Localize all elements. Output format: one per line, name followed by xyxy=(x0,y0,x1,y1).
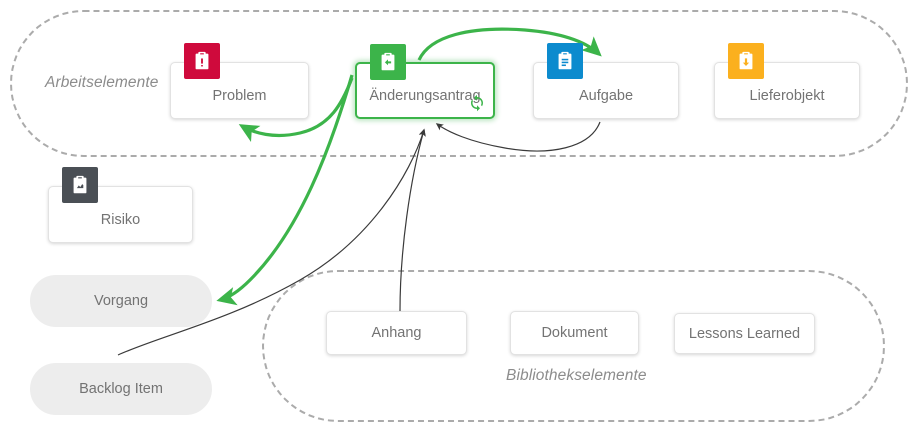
node-label: Dokument xyxy=(541,325,608,341)
node-label: Lessons Learned xyxy=(688,325,801,342)
group-label-arbeitselemente: Arbeitselemente xyxy=(45,74,159,91)
node-label: Aufgabe xyxy=(578,87,634,104)
node-lieferobjekt[interactable]: Lieferobjekt xyxy=(714,43,860,119)
node-aenderungsantrag[interactable]: Änderungsantrag xyxy=(355,44,495,119)
node-anhang[interactable]: Anhang xyxy=(326,311,467,355)
clipboard-deliver-icon xyxy=(728,43,764,79)
node-dokument[interactable]: Dokument xyxy=(510,311,639,355)
node-label: Lieferobjekt xyxy=(749,87,825,104)
node-backlog-item[interactable]: Backlog Item xyxy=(30,363,212,415)
node-label: Risiko xyxy=(100,211,141,228)
sync-icon xyxy=(468,94,486,112)
node-problem[interactable]: Problem xyxy=(170,43,309,119)
group-arbeitselemente xyxy=(10,10,908,157)
node-risiko[interactable]: Risiko xyxy=(48,167,193,243)
clipboard-task-icon xyxy=(547,43,583,79)
clipboard-risk-icon xyxy=(62,167,98,203)
node-label: Backlog Item xyxy=(79,381,163,397)
group-label-bibliothekselemente: Bibliothekselemente xyxy=(506,367,647,384)
clipboard-alert-icon xyxy=(184,43,220,79)
clipboard-change-icon xyxy=(370,44,406,80)
node-lessons-learned[interactable]: Lessons Learned xyxy=(674,313,815,354)
node-label: Änderungsantrag xyxy=(369,87,481,104)
node-aufgabe[interactable]: Aufgabe xyxy=(533,43,679,119)
node-vorgang[interactable]: Vorgang xyxy=(30,275,212,327)
node-label: Anhang xyxy=(371,325,422,341)
node-label: Problem xyxy=(212,87,267,104)
node-label: Vorgang xyxy=(93,293,149,309)
